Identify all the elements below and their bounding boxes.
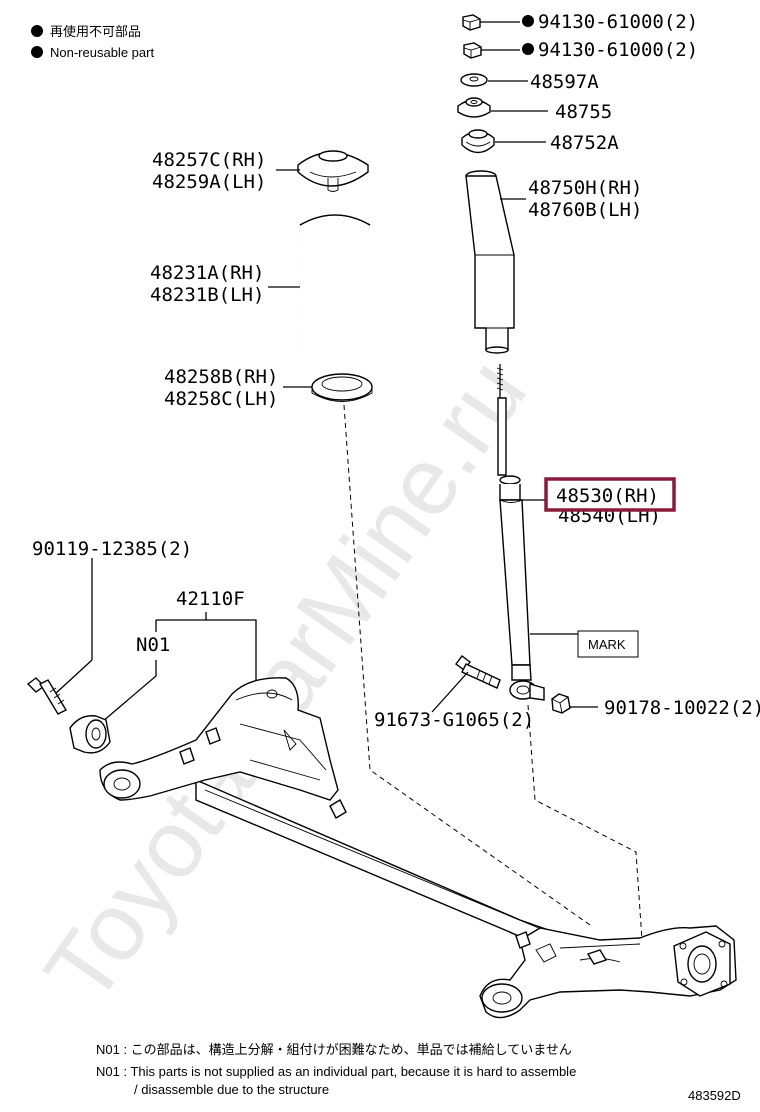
part-label: 48258C(LH) (164, 388, 278, 410)
part-label-highlighted: 48530(RH) (556, 485, 659, 507)
part-label: 48760B(LH) (528, 199, 642, 221)
cushion-icon (461, 129, 495, 154)
part-label: 48231A(RH) (150, 262, 264, 284)
note-n01-jp: N01 : この部品は、構造上分解・組付けが困難なため、単品では補給していません (96, 1042, 572, 1057)
part-label: 91673-G1065(2) (374, 709, 534, 731)
part-label: 48259A(LH) (152, 171, 266, 193)
part-label: 48750H(RH) (528, 177, 642, 199)
bushing-icon (457, 97, 491, 118)
part-label: N01 (136, 634, 170, 656)
part-label: 48257C(RH) (152, 149, 266, 171)
bump-stop-boot (465, 170, 515, 354)
hex-nut-icon (463, 42, 482, 59)
part-label: 48258B(RH) (164, 366, 278, 388)
bushing-icon (69, 715, 111, 754)
diagram-id: 483592D (688, 1088, 741, 1103)
part-label: 48752A (550, 132, 619, 154)
part-label: 48597A (530, 71, 599, 93)
note-n01-en-line1: N01 : This parts is not supplied as an i… (96, 1064, 576, 1079)
shock-absorber (496, 364, 545, 701)
coil-spring (298, 214, 376, 354)
strut-top-hardware: 94130-61000(2) 94130-61000(2) 48597A 487… (457, 11, 698, 154)
legend-jp: 再使用不可部品 (50, 24, 141, 39)
part-label: 90178-10022(2) (604, 697, 760, 719)
non-reusable-bullet-icon (522, 43, 534, 55)
upper-spring-seat (297, 150, 369, 192)
legend-bullet-icon (31, 25, 43, 37)
part-label: 90119-12385(2) (32, 538, 192, 560)
part-label: 48755 (555, 101, 612, 123)
bolt-icon (26, 677, 67, 715)
hex-nut-icon (551, 693, 571, 714)
legend-en: Non-reusable part (50, 45, 154, 60)
mark-label: MARK (588, 637, 626, 652)
rear-axle-beam (99, 677, 737, 1019)
part-label: 94130-61000(2) (538, 11, 698, 33)
highlight-box (544, 477, 676, 512)
part-label: 94130-61000(2) (538, 39, 698, 61)
part-label: 48231B(LH) (150, 284, 264, 306)
bolt-icon (455, 655, 501, 689)
lower-spring-seat (311, 373, 373, 402)
non-reusable-bullet-icon (522, 15, 534, 27)
legend: 再使用不可部品 Non-reusable part (31, 24, 154, 60)
hex-nut-icon (462, 14, 481, 31)
shock-alignment-guide (527, 704, 643, 941)
washer-icon (460, 73, 488, 87)
mark-box (577, 630, 639, 658)
spring-alignment-guide (343, 404, 591, 926)
legend-bullet-icon (31, 46, 43, 58)
note-n01-en-line2: / disassemble due to the structure (134, 1082, 329, 1097)
part-label: 42110F (176, 588, 245, 610)
